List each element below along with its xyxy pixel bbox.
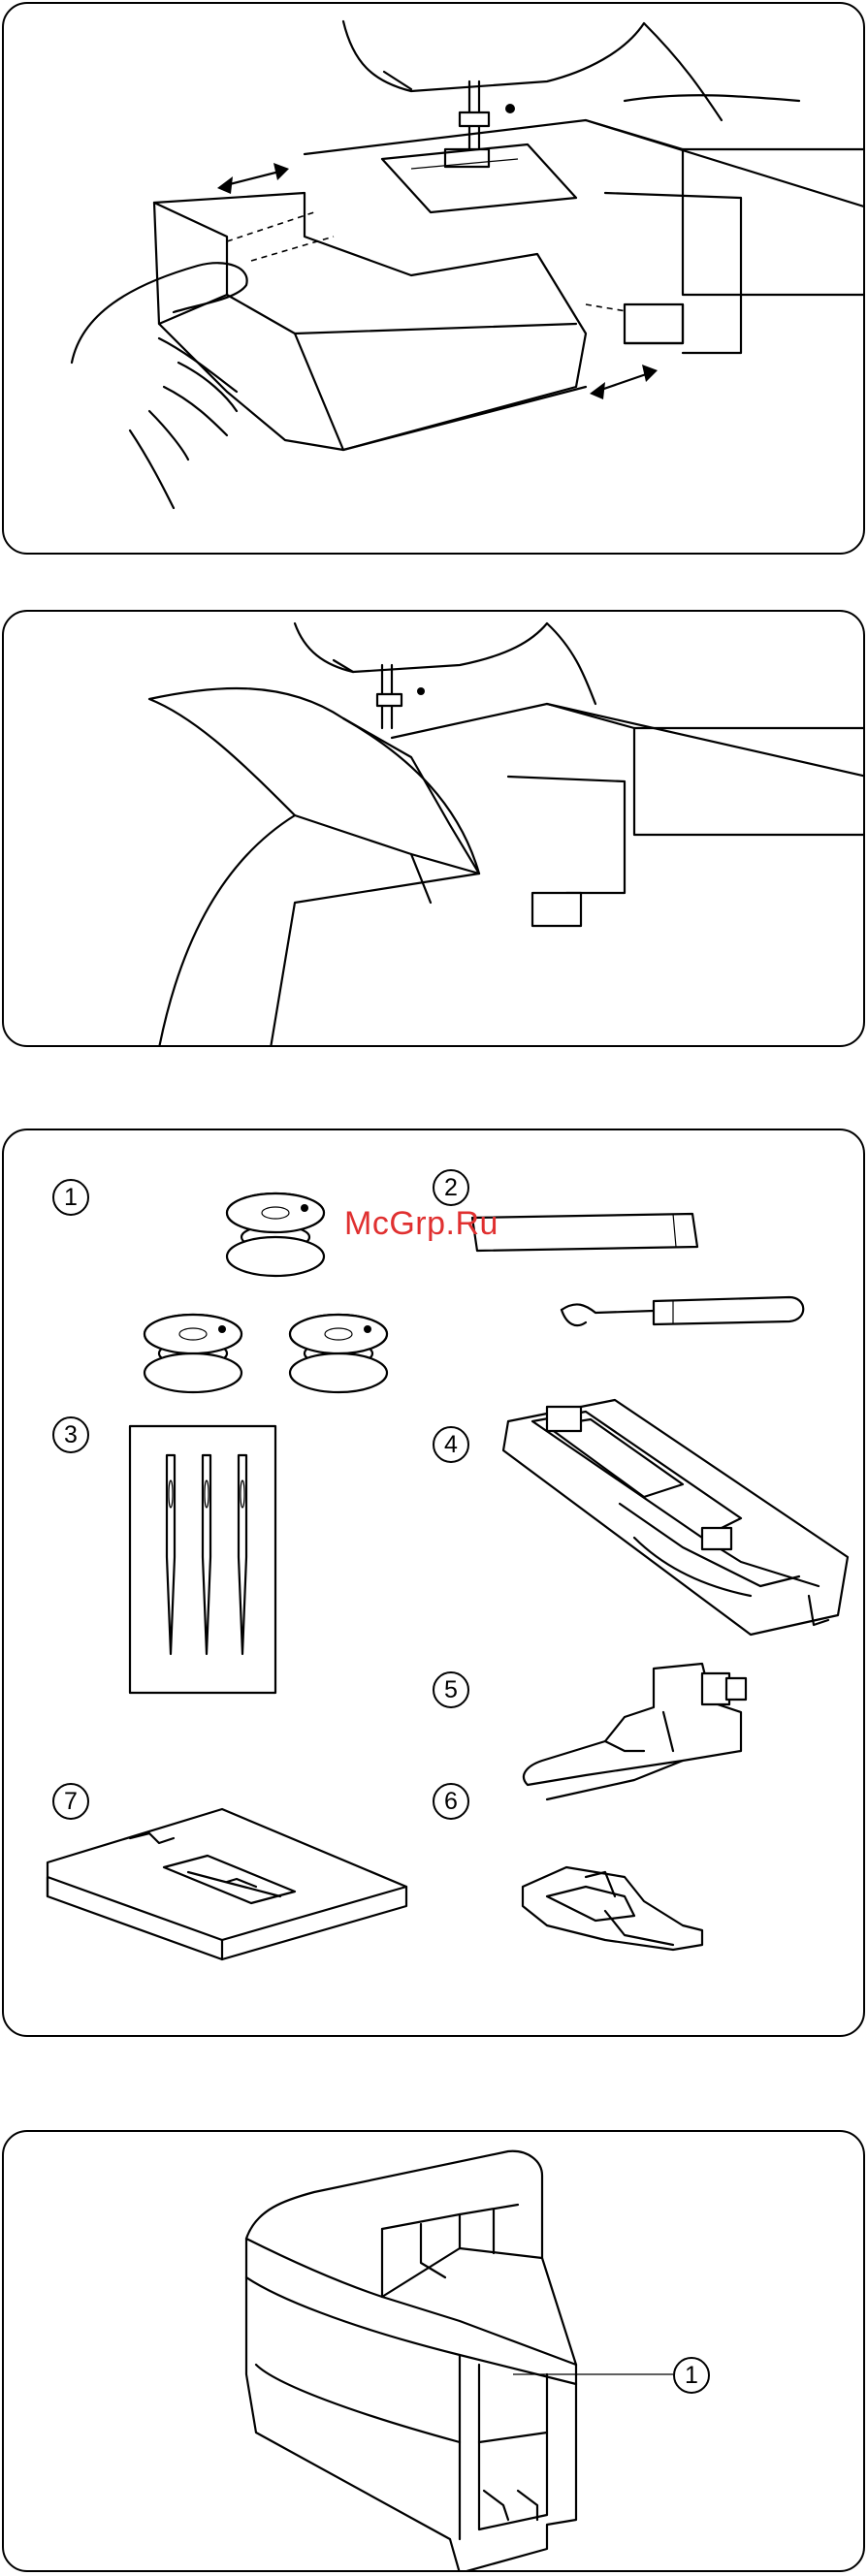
callout-number-7: 7 <box>52 1783 89 1820</box>
zipper-foot <box>524 1664 746 1799</box>
bobbin-top <box>227 1193 324 1276</box>
callout-number-3: 3 <box>52 1416 89 1453</box>
watermark-text: McGrp.Ru <box>344 1205 498 1243</box>
attached-table-drawing <box>4 612 865 1047</box>
extension-table-detail-drawing <box>4 2132 865 2572</box>
straight-stitch-plate <box>48 1809 406 1959</box>
screwdriver <box>472 1214 697 1251</box>
bobbin-left <box>145 1315 241 1392</box>
accessories-panel: 1 2 3 4 5 6 7 <box>2 1129 865 2037</box>
callout-number-2: 2 <box>433 1169 469 1206</box>
seam-ripper <box>562 1297 803 1325</box>
callout-number-4: 4 <box>433 1426 469 1463</box>
extension-table-detail-panel: 1 <box>2 2130 865 2572</box>
machine-with-table-drawing <box>4 4 865 555</box>
buttonhole-foot <box>503 1400 848 1635</box>
callout-number-5: 5 <box>433 1671 469 1708</box>
satin-foot <box>523 1867 702 1950</box>
bobbin-right <box>290 1315 387 1392</box>
callout-number-1: 1 <box>673 2357 710 2394</box>
table-attached-illustration <box>2 610 865 1047</box>
accessories-drawing <box>4 1130 865 2037</box>
callout-number-6: 6 <box>433 1783 469 1820</box>
attach-extension-table-illustration <box>2 2 865 555</box>
callout-number-1: 1 <box>52 1179 89 1216</box>
